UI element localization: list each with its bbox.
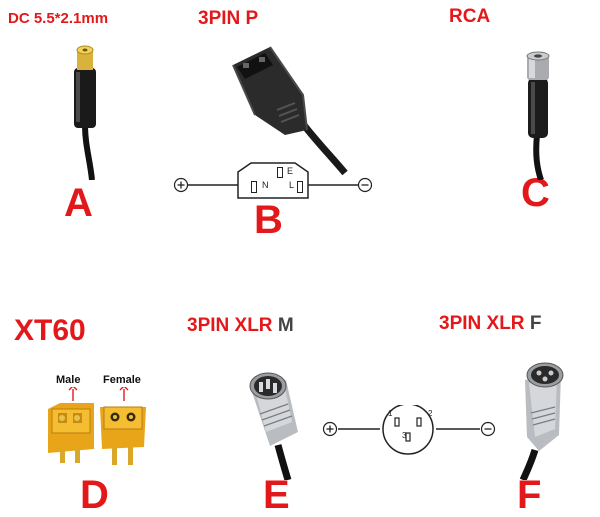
pin-l-box xyxy=(297,181,303,193)
title-dc-connector: DC 5.5*2.1mm xyxy=(8,10,109,27)
minus-circle-icon xyxy=(480,421,496,437)
pin-e-box xyxy=(277,167,283,178)
minus-circle-icon xyxy=(357,177,373,193)
letter-e: E xyxy=(263,473,290,517)
pin-n-label: N xyxy=(262,180,269,190)
xlr-pinout-diagram xyxy=(338,405,480,455)
title-rca: RCA xyxy=(449,6,491,27)
letter-c: C xyxy=(521,171,550,215)
xt60-connectors-icon xyxy=(48,387,146,465)
rca-plug-icon xyxy=(526,51,550,180)
dc-barrel-plug-icon xyxy=(74,45,96,180)
title-xlr-male: 3PIN XLR M xyxy=(187,315,294,337)
power-pinout-diagram xyxy=(188,162,358,199)
title-xlr-male-text: 3PIN XLR xyxy=(187,315,273,336)
letter-f: F xyxy=(517,473,542,517)
letter-b: B xyxy=(254,198,283,242)
pin-e-label: E xyxy=(287,166,294,176)
xt60-male-label: Male xyxy=(56,374,81,386)
plus-circle-icon xyxy=(322,421,338,437)
xlr-female-plug-icon xyxy=(519,362,564,480)
iec-power-plug-icon xyxy=(232,46,348,175)
xlr-pin-1-label: 1 xyxy=(388,409,393,418)
plus-circle-icon xyxy=(173,177,189,193)
letter-d: D xyxy=(80,473,109,517)
title-xlr-female: 3PIN XLR F xyxy=(439,313,541,335)
xt60-female-label: Female xyxy=(103,374,141,386)
xlr-male-plug-icon xyxy=(249,372,298,480)
xlr-pin-3-label: 3 xyxy=(402,431,407,440)
title-xt60: XT60 xyxy=(14,314,86,347)
letter-a: A xyxy=(64,181,93,225)
title-3pin-power: 3PIN P xyxy=(198,8,259,29)
title-xlr-female-suffix: F xyxy=(529,313,542,334)
pin-l-label: L xyxy=(289,180,295,190)
title-xlr-female-text: 3PIN XLR xyxy=(439,313,525,334)
pin-n-box xyxy=(251,181,257,193)
title-xlr-male-suffix: M xyxy=(277,315,294,336)
xlr-pin-2-label: 2 xyxy=(428,409,433,418)
